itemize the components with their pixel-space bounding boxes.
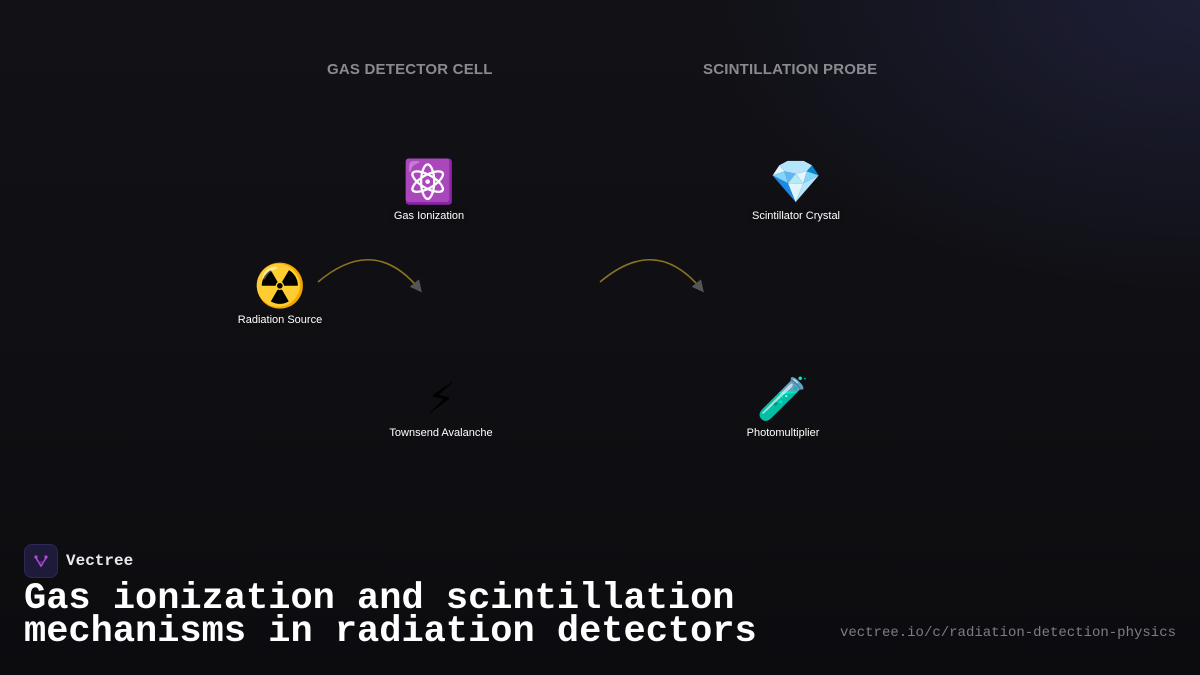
gem-icon: 💎 <box>769 157 823 206</box>
node-radiation-source[interactable]: ☢️ Radiation Source <box>232 261 328 328</box>
atom-icon: ⚛️ <box>402 157 456 206</box>
group-label-scintillation-probe: SCINTILLATION PROBE <box>703 61 878 78</box>
test-tube-icon: 🧪 <box>756 374 810 423</box>
arrow-source-to-gas-ionization <box>317 258 422 293</box>
page-title: Gas ionization and scintillation mechani… <box>24 578 757 653</box>
lightning-icon: ⚡ <box>426 374 456 423</box>
vectree-logo-icon <box>24 544 58 578</box>
node-townsend-avalanche[interactable]: ⚡ Townsend Avalanche <box>384 374 498 441</box>
arrow-to-scintillator <box>599 258 704 293</box>
source-url[interactable]: vectree.io/c/radiation-detection-physics <box>839 625 1176 641</box>
group-label-gas-detector-cell: GAS DETECTOR CELL <box>327 61 493 78</box>
brand[interactable]: Vectree <box>24 544 133 578</box>
node-label: Scintillator Crystal <box>746 208 846 224</box>
node-scintillator-crystal[interactable]: 💎 Scintillator Crystal <box>746 157 846 224</box>
node-label: Photomultiplier <box>741 425 825 441</box>
node-label: Radiation Source <box>232 312 328 328</box>
node-gas-ionization[interactable]: ⚛️ Gas Ionization <box>388 157 470 224</box>
radiation-icon: ☢️ <box>253 261 307 310</box>
node-photomultiplier[interactable]: 🧪 Photomultiplier <box>741 374 825 441</box>
node-label: Gas Ionization <box>388 208 470 224</box>
brand-name: Vectree <box>66 552 134 570</box>
node-label: Townsend Avalanche <box>384 425 498 441</box>
